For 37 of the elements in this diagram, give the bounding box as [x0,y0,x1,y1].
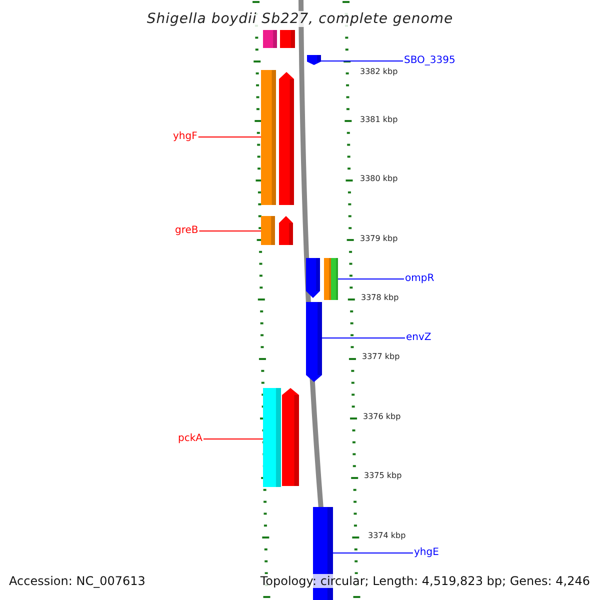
gene-bar [331,258,338,300]
scale-label: 3374 kbp [368,531,406,541]
gene-label: yhgE [413,547,440,559]
gene-label: SBO_3395 [403,55,456,67]
leader-line [198,230,262,232]
gene-label: yhgF [172,131,198,143]
leader-line [332,552,414,554]
gene-bar [261,216,275,245]
gene-bar [263,30,277,48]
gene-label: ompR [404,273,436,285]
scale-label: 3375 kbp [364,471,402,481]
scale-label: 3382 kbp [360,67,398,77]
gene-feature [282,388,299,486]
leader-line [198,136,262,138]
scale-label: 3377 kbp [362,352,400,362]
accession-text: Accession: NC_007613 [9,574,146,588]
scale-label: 3379 kbp [360,234,398,244]
leader-line [320,60,404,62]
gene-feature [279,72,294,205]
gene-bar [261,70,276,205]
gene-bar [324,258,331,300]
genome-info-text: Topology: circular; Length: 4,519,823 bp; Genes: 4,246 [260,574,590,588]
gene-bar [263,388,281,487]
scale-label: 3378 kbp [361,293,399,303]
gene-feature [306,258,320,298]
gene-feature [279,216,293,245]
gene-label: pckA [177,433,204,445]
gene-label: greB [174,225,200,237]
leader-line [338,278,404,280]
leader-line [202,438,264,440]
gene-feature [306,302,322,382]
scale-label: 3376 kbp [363,412,401,422]
gene-feature [307,55,321,65]
scale-label: 3381 kbp [360,115,398,125]
gene-bar [280,30,295,48]
title: Shigella boydii Sb227, complete genome [146,11,454,27]
scale-label: 3380 kbp [360,174,398,184]
